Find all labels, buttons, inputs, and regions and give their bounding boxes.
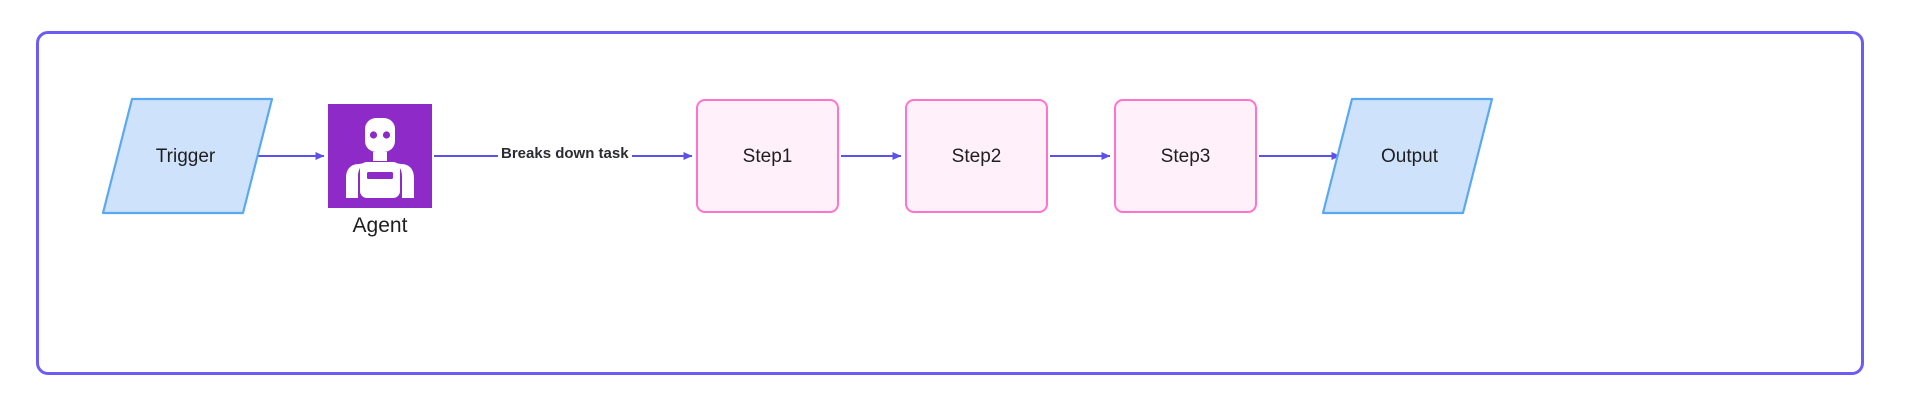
node-step1-label: Step1 bbox=[742, 145, 793, 167]
node-step2[interactable]: Step2 bbox=[905, 99, 1048, 213]
node-step2-label: Step2 bbox=[951, 145, 1002, 167]
node-step3-label: Step3 bbox=[1160, 145, 1211, 167]
node-step3[interactable]: Step3 bbox=[1114, 99, 1257, 213]
node-output-label: Output bbox=[1380, 145, 1439, 167]
node-trigger-label: Trigger bbox=[155, 145, 216, 167]
node-step1[interactable]: Step1 bbox=[696, 99, 839, 213]
robot-icon bbox=[328, 104, 432, 208]
trigger-shape-icon bbox=[101, 97, 274, 215]
output-shape-icon bbox=[1321, 97, 1494, 215]
node-agent[interactable]: Agent bbox=[328, 104, 432, 254]
node-agent-label: Agent bbox=[352, 214, 408, 237]
node-output[interactable]: Output bbox=[1320, 96, 1495, 216]
edge-label-breaks-down-task: Breaks down task bbox=[498, 145, 632, 164]
node-trigger[interactable]: Trigger bbox=[100, 96, 275, 216]
